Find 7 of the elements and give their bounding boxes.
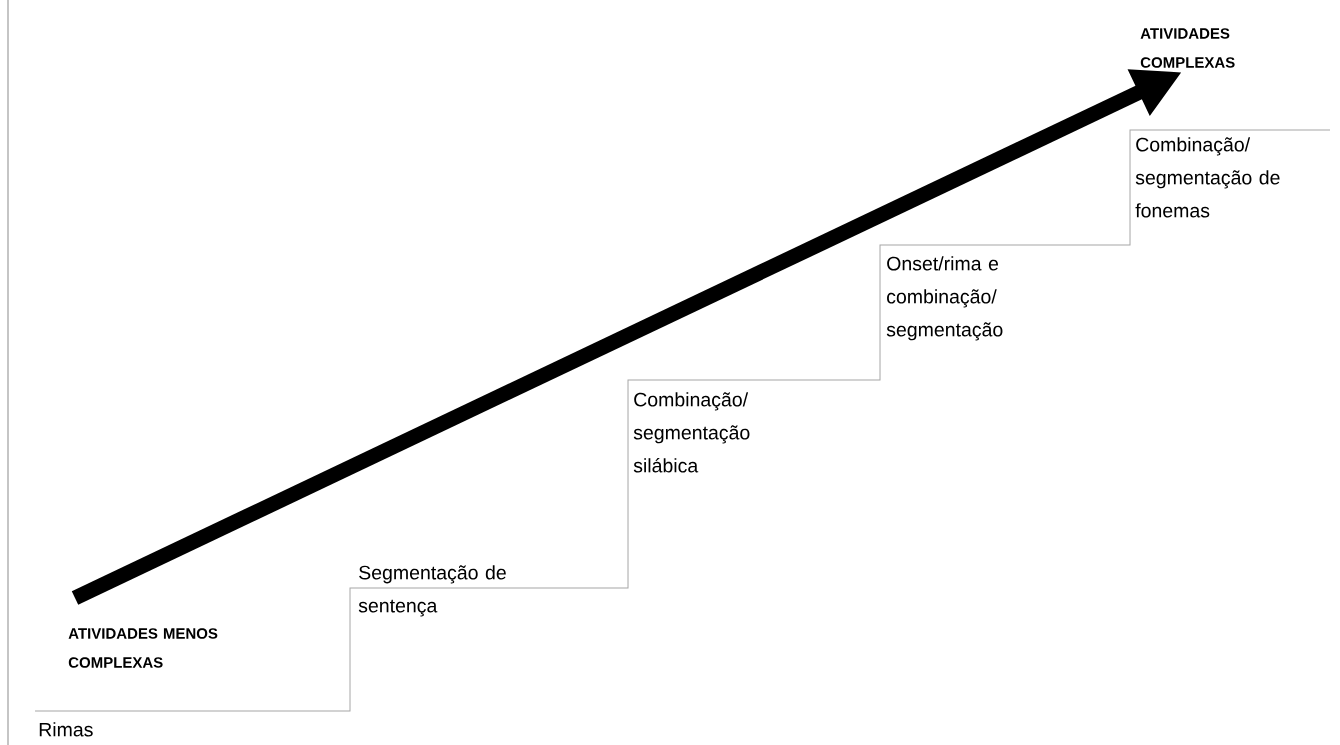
step-label: Segmentação de sentença — [358, 565, 506, 617]
heading-label: ATIVIDADES MENOS COMPLEXAS — [68, 628, 218, 668]
step-label: Onset/rima e combinação/ segmentação — [886, 256, 1003, 341]
step-label: Combinação/ segmentação de fonemas — [1135, 137, 1280, 218]
step-label: Combinação/ segmentação silábica — [633, 392, 750, 473]
heading-label: ATIVIDADES COMPLEXAS — [1140, 28, 1235, 68]
step-label: Rimas — [39, 722, 93, 737]
